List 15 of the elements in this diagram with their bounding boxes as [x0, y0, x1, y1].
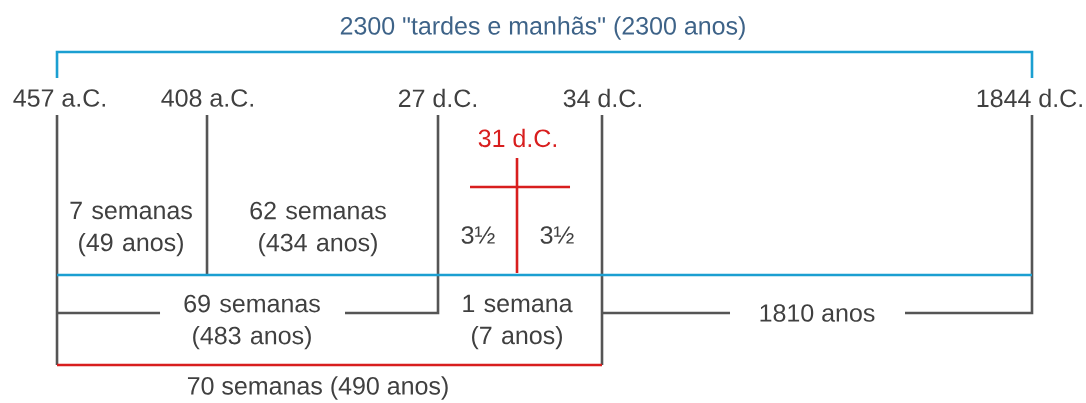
- date-label: 27 d.C.: [398, 88, 476, 108]
- period-label: 7 semanas (49 anos): [70, 201, 192, 257]
- span-label: 2300 "tardes e manhãs" (2300 anos): [340, 16, 745, 40]
- date-label: 457 a.C.: [13, 89, 105, 107]
- period-label: 1 semana (7 anos): [463, 294, 573, 350]
- period-label: 69 semanas (483 anos): [184, 294, 320, 350]
- date-label: 1844 d.C.: [977, 88, 1082, 108]
- period-label: 62 semanas (434 anos): [250, 201, 386, 257]
- period-label: 70 semanas (490 anos): [187, 376, 448, 400]
- period-label: 1810 anos: [760, 304, 875, 322]
- fraction-label: 3½: [461, 226, 495, 244]
- date-label: 408 a.C.: [161, 89, 253, 107]
- date-label: 34 d.C.: [563, 88, 641, 108]
- date-label: 31 d.C.: [478, 128, 556, 148]
- fraction-label: 3½: [540, 226, 574, 244]
